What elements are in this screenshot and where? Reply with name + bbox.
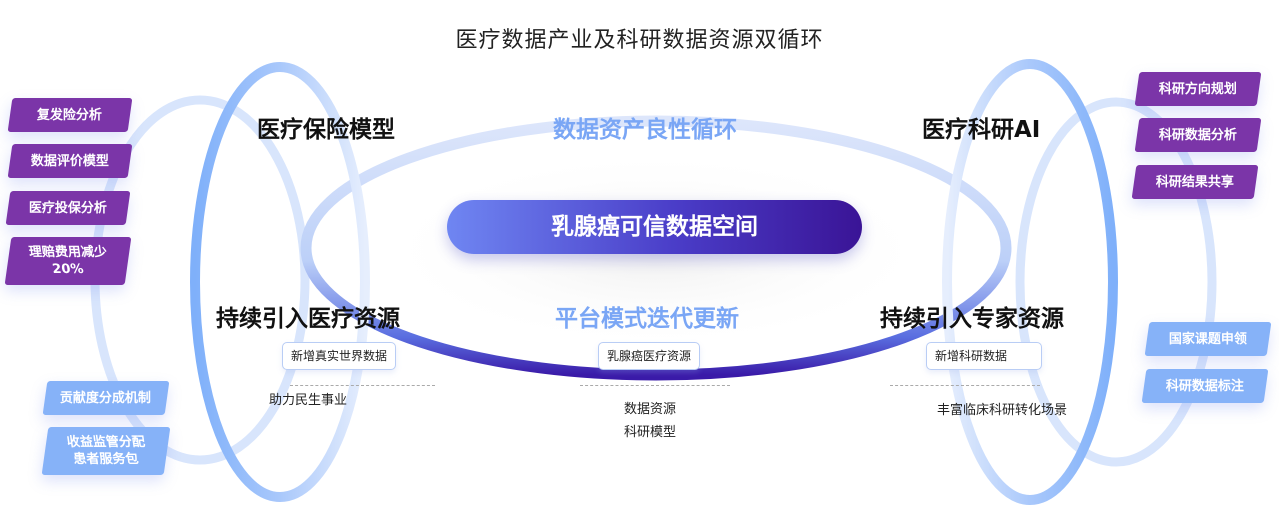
divider <box>290 385 435 386</box>
note-research-model: 科研模型 <box>624 425 677 440</box>
divider <box>580 385 730 386</box>
divider <box>890 385 1040 386</box>
heading-insurance-model: 医疗保险模型 <box>257 117 395 143</box>
tag-research-planning: 科研方向规划 <box>1134 72 1262 106</box>
note-data-resources: 数据资源 <box>624 402 677 417</box>
box-real-world-data: 新增真实世界数据 <box>282 342 397 370</box>
box-research-data: 新增科研数据 <box>926 342 1042 370</box>
tag-research-sharing: 科研结果共享 <box>1131 165 1259 199</box>
tag-research-analysis: 科研数据分析 <box>1134 118 1262 152</box>
tag-insurance-analysis: 医疗投保分析 <box>5 191 131 225</box>
tag-recurrence-analysis: 复发险分析 <box>7 98 133 132</box>
tag-data-evaluation: 数据评价模型 <box>7 144 133 178</box>
heading-medical-resources: 持续引入医疗资源 <box>216 306 400 332</box>
center-data-space: 乳腺癌可信数据空间 <box>447 200 862 254</box>
heading-data-asset-cycle: 数据资产良性循环 <box>553 117 737 143</box>
diagram-title: 医疗数据产业及科研数据资源双循环 <box>0 22 1279 54</box>
tag-data-annotation: 科研数据标注 <box>1141 369 1269 403</box>
note-clinical-scenarios: 丰富临床科研转化场景 <box>937 403 1068 418</box>
box-cancer-resources: 乳腺癌医疗资源 <box>598 342 701 370</box>
heading-expert-resources: 持续引入专家资源 <box>880 306 1064 332</box>
tag-revenue-service: 收益监管分配患者服务包 <box>41 427 171 475</box>
heading-platform-iteration: 平台模式迭代更新 <box>555 306 739 332</box>
note-livelihood: 助力民生事业 <box>269 393 348 408</box>
tag-national-projects: 国家课题申领 <box>1144 322 1272 356</box>
heading-research-ai: 医疗科研AI <box>922 117 1041 143</box>
tag-contribution-share: 贡献度分成机制 <box>42 381 170 415</box>
